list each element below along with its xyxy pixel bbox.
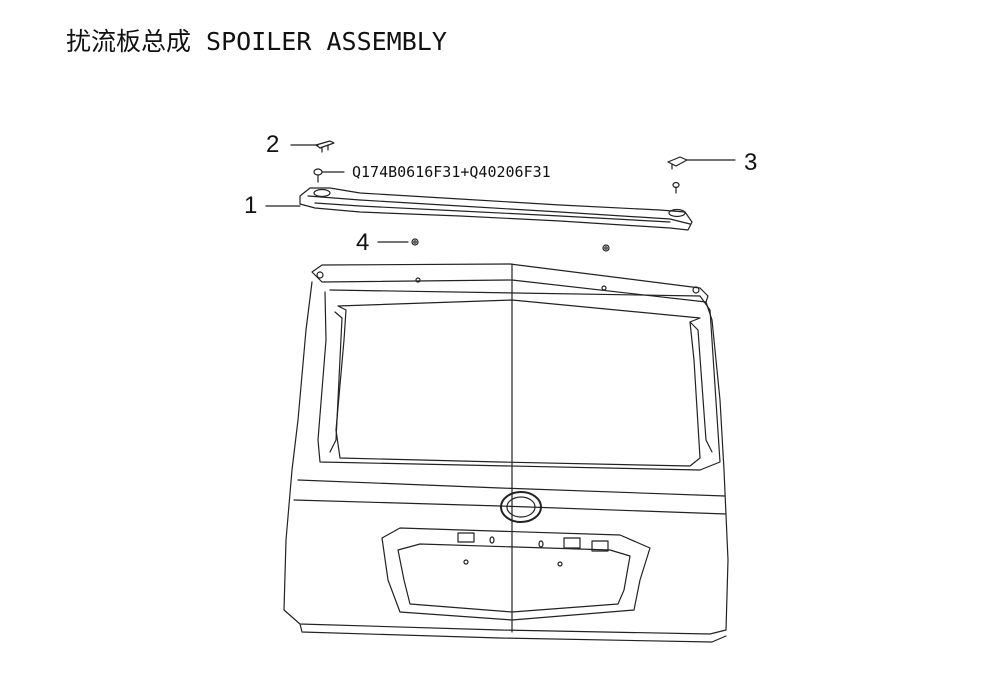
callout-3: 3	[744, 149, 758, 176]
part-4-grommet	[411, 238, 610, 252]
fastener-screw	[313, 168, 323, 183]
fastener-part-number: Q174B0616F31+Q40206F31	[352, 163, 551, 181]
callout-1: 1	[244, 192, 258, 219]
callout-2: 2	[266, 131, 280, 158]
diagram-title: 扰流板总成 SPOILER ASSEMBLY	[66, 27, 447, 56]
part-3-end-cap	[667, 156, 688, 194]
part-2-end-cap	[315, 140, 335, 153]
callout-4: 4	[356, 229, 370, 256]
part-1-spoiler	[299, 187, 693, 231]
tailgate-panel	[283, 263, 729, 643]
